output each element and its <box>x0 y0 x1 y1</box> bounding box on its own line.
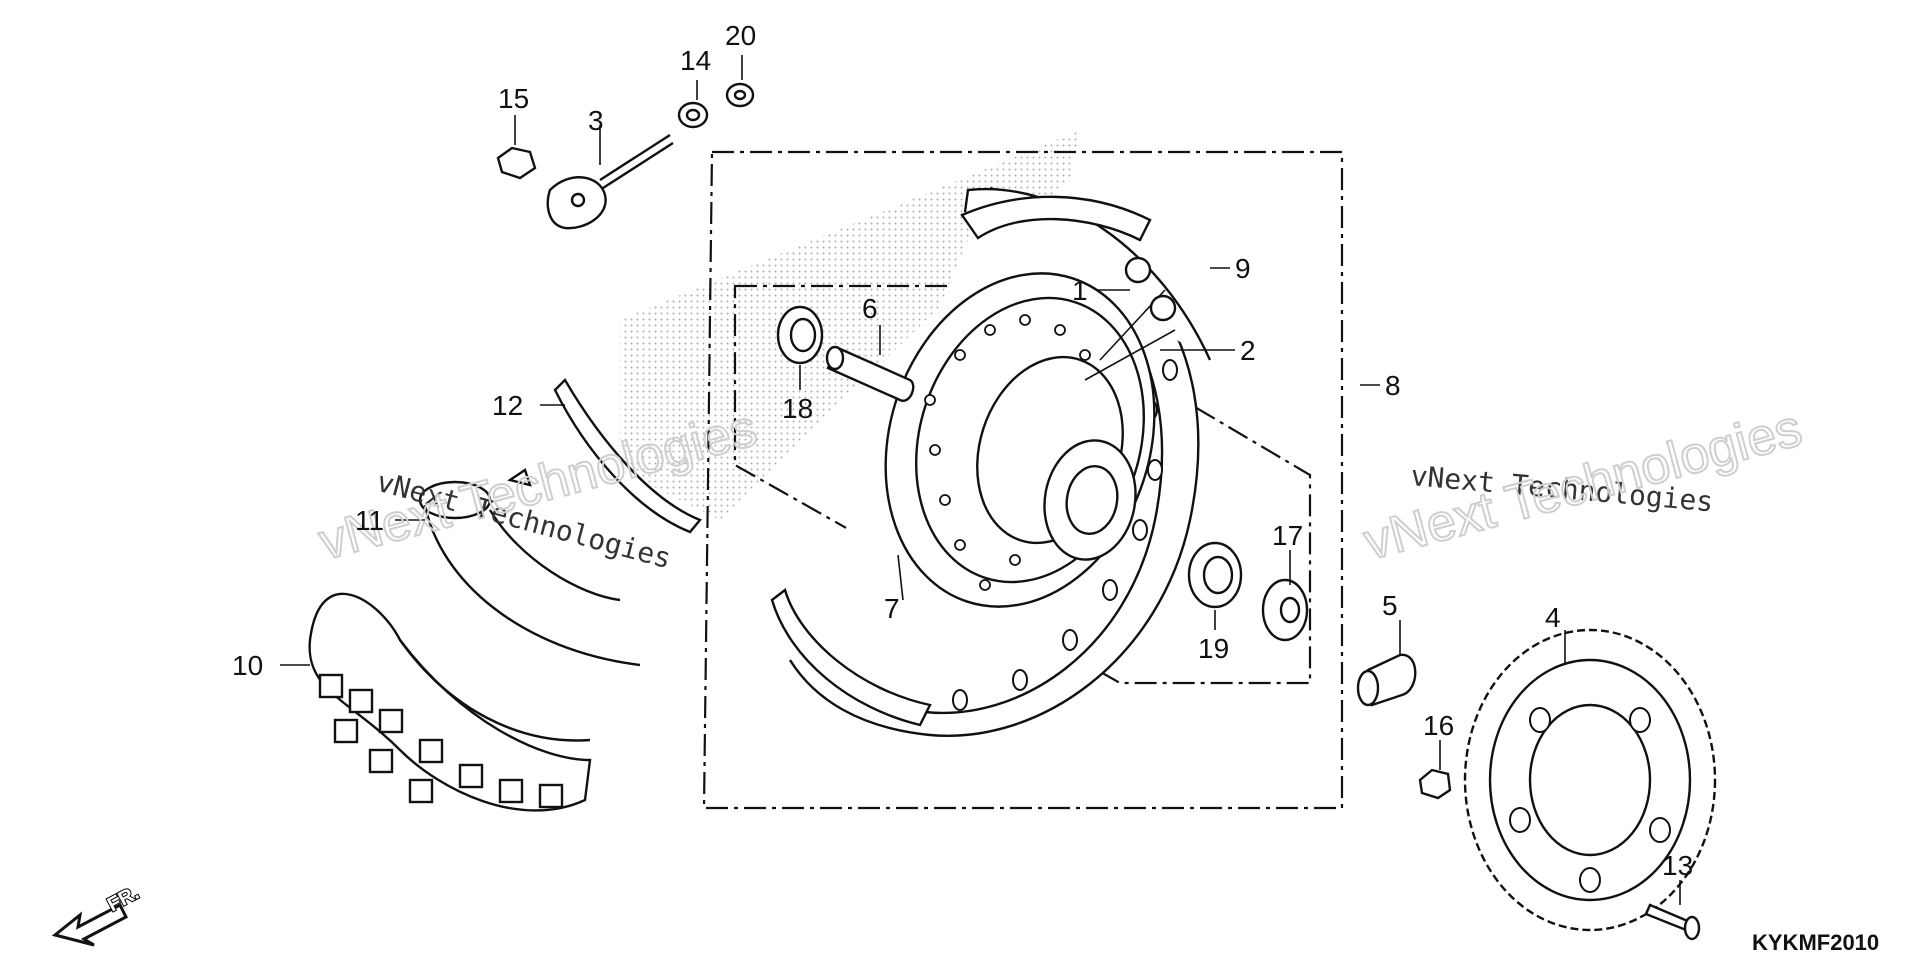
callout-5: 5 <box>1382 590 1398 621</box>
callout-15: 15 <box>498 83 529 114</box>
side-collar-5 <box>1356 653 1417 707</box>
callout-9: 9 <box>1235 253 1251 284</box>
dust-seal-17 <box>1261 578 1309 642</box>
wheel-hub <box>884 256 1177 608</box>
rim-band <box>553 378 702 534</box>
callout-10: 10 <box>232 650 263 681</box>
shading <box>620 130 1080 520</box>
callout-17: 17 <box>1272 520 1303 551</box>
bearing-19 <box>1187 541 1243 609</box>
inner-tube <box>418 468 641 667</box>
chain-adjuster <box>546 133 674 230</box>
callout-6: 6 <box>862 293 878 324</box>
diagram-code: KYKMF2010 <box>1752 930 1879 955</box>
callout-20: 20 <box>725 20 756 51</box>
callout-4: 4 <box>1545 602 1561 633</box>
callout-14: 14 <box>680 45 711 76</box>
front-direction-arrow: FR. <box>51 881 144 947</box>
leader-lines <box>280 55 1681 905</box>
callout-7: 7 <box>884 593 900 624</box>
nut-15 <box>496 146 537 180</box>
callout-1: 1 <box>1072 275 1088 306</box>
callout-13: 13 <box>1662 850 1693 881</box>
callout-16: 16 <box>1423 710 1454 741</box>
callout-11: 11 <box>355 505 384 536</box>
callout-19: 19 <box>1198 633 1229 664</box>
distance-collar-6 <box>825 345 915 402</box>
bolt-13 <box>1644 903 1701 941</box>
bearing-18 <box>776 305 824 365</box>
tire <box>308 592 592 812</box>
nut-20 <box>725 82 755 108</box>
callout-8: 8 <box>1385 370 1401 401</box>
callout-3: 3 <box>588 105 604 136</box>
callout-18: 18 <box>782 393 813 424</box>
wheel-assembly-frame <box>702 150 1344 810</box>
callout-2: 2 <box>1240 335 1256 366</box>
nut-16 <box>1418 768 1452 800</box>
nut-14 <box>677 101 709 129</box>
driven-sprocket <box>1463 628 1717 932</box>
callout-12: 12 <box>492 390 523 421</box>
